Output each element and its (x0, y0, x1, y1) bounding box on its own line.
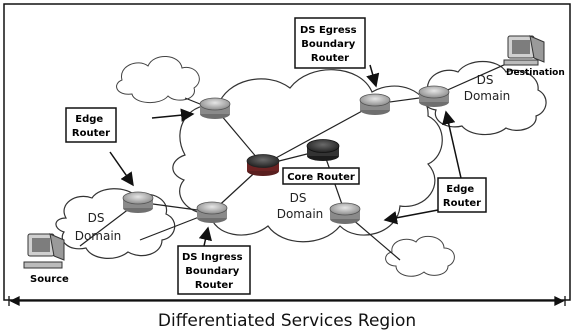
arrow-edge-right-to-router (442, 110, 462, 179)
router-left-edge (122, 191, 154, 213)
region-title: Differentiated Services Region (158, 311, 416, 331)
core-router-label-box (282, 167, 360, 185)
region-span-arrow (8, 295, 566, 307)
ds-domain-right-label: DS Domain (464, 73, 511, 103)
egress-label-text: DS Egress Boundary Router (300, 25, 360, 64)
core-router-label: Core Router (287, 172, 355, 183)
ingress-label-text: DS Ingress Boundary Router (182, 252, 246, 291)
egress-label-box (294, 17, 366, 69)
router-bottom-center (329, 202, 361, 224)
edge-router-right-label-text: Edge Router (443, 184, 481, 209)
link-core-left-to-egress (262, 103, 376, 166)
edge-router-left-label-box (65, 107, 117, 143)
source-label: Source (30, 274, 69, 285)
arrow-edge-left-to-top-router (151, 108, 195, 122)
edge-router-left-label-text: Edge Router (72, 114, 110, 139)
router-core-left (246, 154, 280, 176)
router-ingress (196, 201, 228, 223)
destination-label: Destination (506, 68, 565, 78)
ds-domain-left-label: DS Domain (75, 211, 122, 243)
callout-arrows (109, 64, 462, 247)
source-computer-icon (23, 233, 65, 269)
destination-computer-icon (503, 35, 545, 66)
router-egress (359, 93, 391, 115)
arrow-edge-left-to-left-router (109, 151, 134, 187)
router-core-right (306, 139, 340, 161)
ds-domain-left-cloud (55, 188, 176, 259)
small-cloud-bottom-right (385, 235, 455, 277)
small-cloud-top-left (116, 56, 200, 103)
ingress-label-box (177, 245, 251, 295)
ds-domain-center-label: DS Domain (277, 191, 324, 221)
arrow-ingress-label-to-router (198, 226, 212, 247)
router-top-left (199, 97, 231, 119)
edge-router-right-label-box (437, 177, 487, 213)
arrow-edge-right-to-bottom-router (383, 209, 439, 225)
arrow-egress-label-to-router (366, 64, 380, 88)
router-right-edge (418, 85, 450, 107)
